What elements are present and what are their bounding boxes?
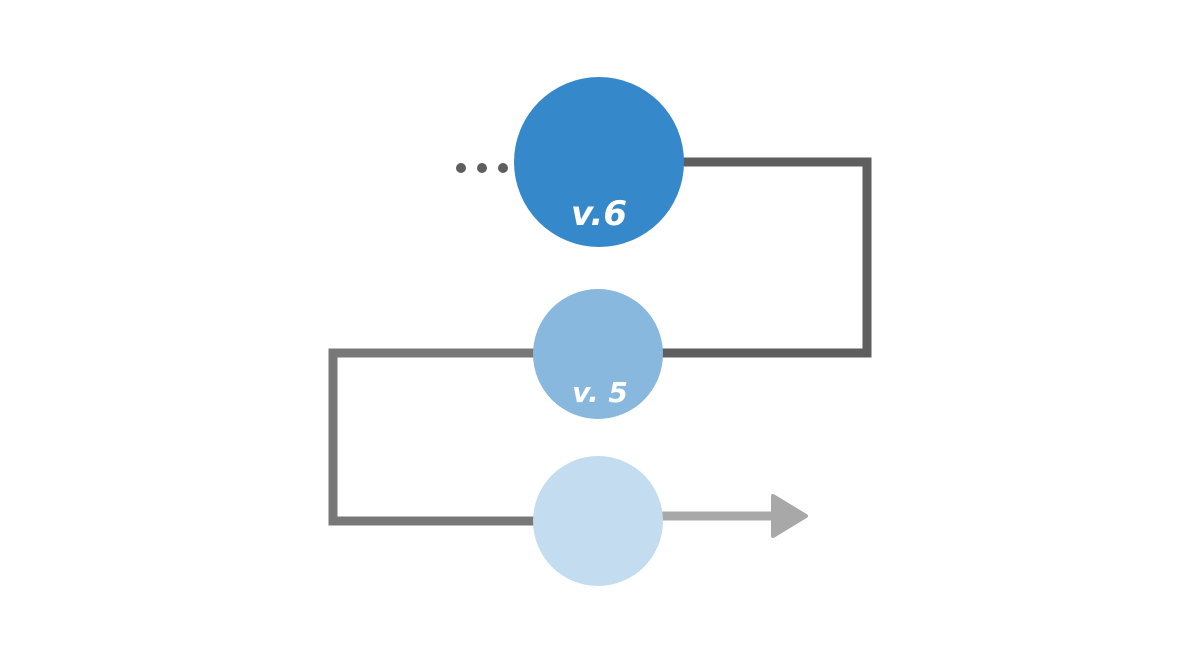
node-v5: v. 5: [533, 289, 663, 419]
connector-v6-to-v5: [640, 157, 872, 358]
dot: [477, 163, 487, 173]
node-v6-label: v.6: [571, 194, 627, 234]
continuation-dots: [456, 163, 508, 173]
node-next: [533, 456, 663, 586]
node-v6-circle: [514, 77, 684, 247]
node-v6: v.6: [514, 77, 684, 247]
dot: [498, 163, 508, 173]
dot: [456, 163, 466, 173]
node-v5-circle: [533, 289, 663, 419]
node-v5-label: v. 5: [572, 376, 628, 409]
node-next-circle: [533, 456, 663, 586]
connector-v5-to-next: [328, 348, 560, 526]
arrow-head-icon: [771, 494, 808, 538]
